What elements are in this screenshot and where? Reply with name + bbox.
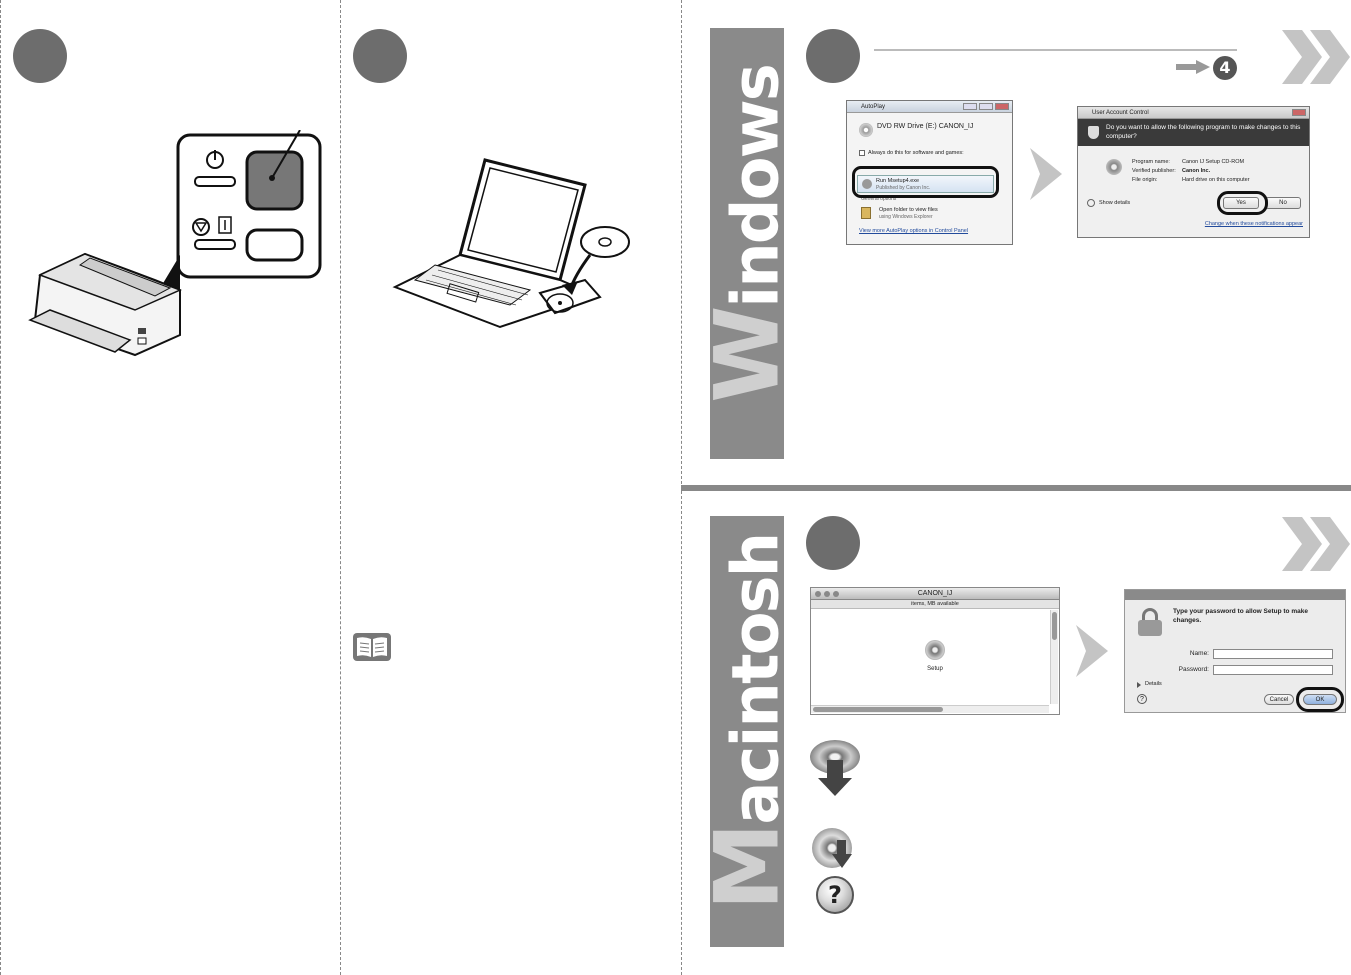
minimize-icon[interactable] [963,103,977,110]
password-field[interactable] [1213,665,1333,675]
next-chevron-icon [1282,517,1350,571]
step-badge: 4 [1213,56,1237,80]
auth-dialog: Type your password to allow Setup to mak… [1124,589,1346,713]
close-icon[interactable] [995,103,1009,110]
show-details[interactable]: Show details [1099,200,1131,206]
setup-label[interactable]: Setup [927,666,943,672]
next-chevron-icon [1282,30,1350,84]
dvd-drive-icon [859,123,873,137]
column-divider-1 [0,0,1,975]
windows-band: Windows [710,28,784,459]
chevron-down-icon[interactable] [1087,199,1095,207]
minimize-icon[interactable] [824,591,830,597]
autoplay-title: AutoPlay [861,103,886,110]
details-label[interactable]: Details [1145,681,1162,687]
more-autoplay-link[interactable]: View more AutoPlay options in Control Pa… [859,228,969,234]
autoplay-window: AutoPlay DVD RW Drive (E:) CANON_IJ Alwa… [846,100,1013,245]
autoplay-titlebar: AutoPlay [847,101,1012,113]
manual-book-icon [353,633,391,661]
no-button[interactable]: No [1265,197,1301,209]
step-marker-mac [806,516,860,570]
open-folder-sub: using Windows Explorer [879,214,933,220]
ok-button-highlight [1296,687,1344,712]
drive-name: DVD RW Drive (E:) CANON_IJ [877,123,974,130]
setup-icon[interactable] [925,640,945,660]
ok-button[interactable]: OK [1303,694,1337,705]
uac-window: User Account Control Do you want to allo… [1077,106,1310,238]
mac-band: Macintosh [710,516,784,947]
step-marker-1 [13,29,67,83]
auth-topbar [1125,590,1345,600]
setup-installer-icon [810,740,860,796]
shield-icon [1088,126,1099,139]
change-notifications-link[interactable]: Change when these notifications appear [1204,221,1303,227]
publisher-label: Verified publisher: [1132,168,1176,174]
cd-install-icon [812,826,858,870]
yes-button[interactable]: Yes [1223,197,1259,209]
name-label: Name: [1189,650,1209,657]
chevron-right-icon [1030,148,1062,200]
run-publisher: Published by Canon Inc. [876,185,931,191]
details-disclosure-icon[interactable] [1137,682,1141,688]
general-options-label: General options [861,196,897,202]
run-option[interactable]: Run Msetup4.exe Published by Canon Inc. [857,175,994,193]
section-separator [681,485,1351,491]
uac-header: Do you want to allow the following progr… [1078,119,1309,146]
yes-button-highlight [1217,191,1268,215]
always-label: Always do this for software and games: [868,150,964,156]
step-marker-2 [353,29,407,83]
close-icon[interactable] [1292,109,1306,116]
uac-title: User Account Control [1092,109,1149,116]
folder-icon [861,207,871,219]
auth-prompt: Type your password to allow Setup to mak… [1173,608,1308,624]
mac-label: Macintosh [710,533,784,909]
windows-label: Windows [710,64,784,403]
setup-disc-icon [862,179,872,189]
cancel-button[interactable]: Cancel [1264,694,1294,705]
name-field[interactable] [1213,649,1333,659]
program-icon [1106,159,1122,175]
publisher-value: Canon Inc. [1182,168,1211,174]
program-name-value: Canon IJ Setup CD-ROM [1182,159,1245,165]
printer-illustration [28,130,322,357]
help-icon[interactable]: ? [1137,694,1147,704]
origin-value: Hard drive on this computer [1182,177,1250,183]
finder-statusbar: items, MB available [811,600,1059,609]
finder-scrollbar-h[interactable] [811,705,1049,713]
origin-label: File origin: [1132,177,1158,183]
finder-title: CANON_IJ [917,590,953,597]
always-checkbox[interactable] [859,150,865,156]
windows-header-line [874,49,1237,51]
column-divider-2 [340,0,341,975]
uac-titlebar: User Account Control [1078,107,1309,119]
finder-window: CANON_IJ items, MB available Setup [810,587,1060,715]
finder-status: items, MB available [911,601,959,607]
maximize-icon[interactable] [979,103,993,110]
laptop-illustration [392,158,630,329]
lock-icon [1137,608,1163,636]
finder-scrollbar-v[interactable] [1050,610,1058,704]
zoom-icon[interactable] [833,591,839,597]
run-label: Run Msetup4.exe [876,178,920,184]
run-option-highlight [852,166,999,198]
arrow-right-icon [1176,60,1210,74]
finder-titlebar: CANON_IJ [811,588,1059,600]
step-marker-windows [806,29,860,83]
help-question-icon: ? [816,876,854,914]
uac-question: Do you want to allow the following progr… [1106,124,1301,140]
close-icon[interactable] [815,591,821,597]
open-folder-label[interactable]: Open folder to view files [879,207,938,213]
chevron-right-icon [1076,625,1108,677]
program-name-label: Program name: [1132,159,1170,165]
password-label: Password: [1178,666,1209,673]
